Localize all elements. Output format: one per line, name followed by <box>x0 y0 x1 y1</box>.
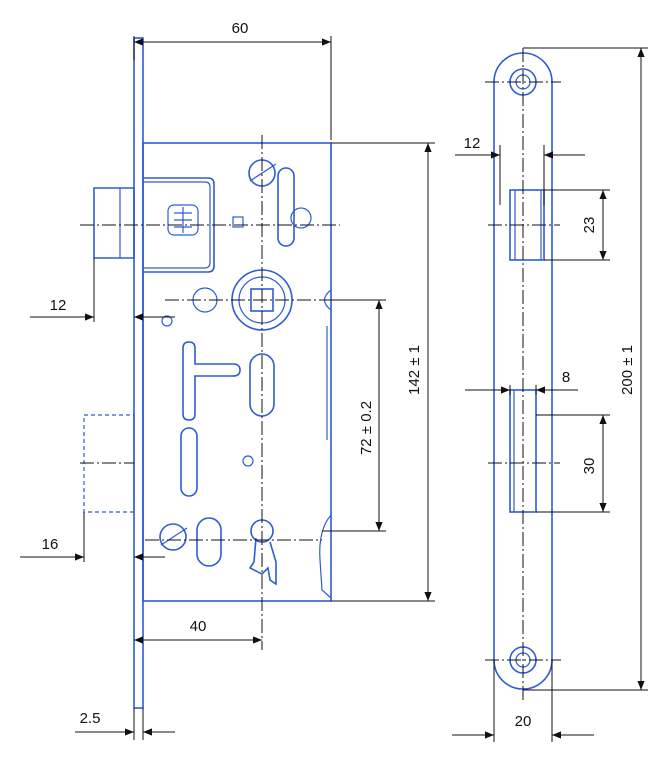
lock-body-view <box>80 37 340 709</box>
dimension-label-2-5: 2.5 <box>80 710 101 727</box>
dimension-label-8: 8 <box>562 369 570 386</box>
dimension-label-16: 16 <box>42 536 59 553</box>
dimension-200: 200 ± 1 <box>523 47 648 691</box>
faceplate <box>133 37 144 709</box>
dimension-142: 142 ± 1 <box>331 142 435 602</box>
dimension-label-12-right: 12 <box>464 135 481 152</box>
dimension-12-right: 12 <box>455 135 585 205</box>
dimension-label-60: 60 <box>232 20 249 37</box>
dimension-16: 16 <box>20 512 165 562</box>
dimension-20: 20 <box>452 660 594 742</box>
dimension-label-30: 30 <box>581 458 598 475</box>
t-slot <box>182 341 241 421</box>
keyhole <box>248 519 277 586</box>
dimension-label-142: 142 ± 1 <box>406 345 423 395</box>
dimension-40: 40 <box>134 618 262 644</box>
dimension-23: 23 <box>544 189 610 261</box>
dimension-label-72: 72 ± 0.2 <box>358 401 375 455</box>
dimension-label-40: 40 <box>190 618 207 635</box>
dimension-8: 8 <box>465 369 578 395</box>
dimension-label-200: 200 ± 1 <box>619 345 636 395</box>
latch-bolt <box>93 187 135 259</box>
dimension-label-20: 20 <box>515 713 532 730</box>
strike-plate-view <box>485 48 561 702</box>
lock-case <box>142 142 332 602</box>
dimension-2-5: 2.5 <box>75 708 175 740</box>
dimension-12-left: 12 <box>30 258 175 322</box>
dimension-72: 72 ± 0.2 <box>322 299 386 532</box>
dimension-label-23: 23 <box>581 217 598 234</box>
bottom-screw <box>159 523 187 551</box>
dimension-label-12-left: 12 <box>50 297 67 314</box>
dimension-60: 60 <box>133 20 332 140</box>
dimension-30: 30 <box>536 414 610 513</box>
